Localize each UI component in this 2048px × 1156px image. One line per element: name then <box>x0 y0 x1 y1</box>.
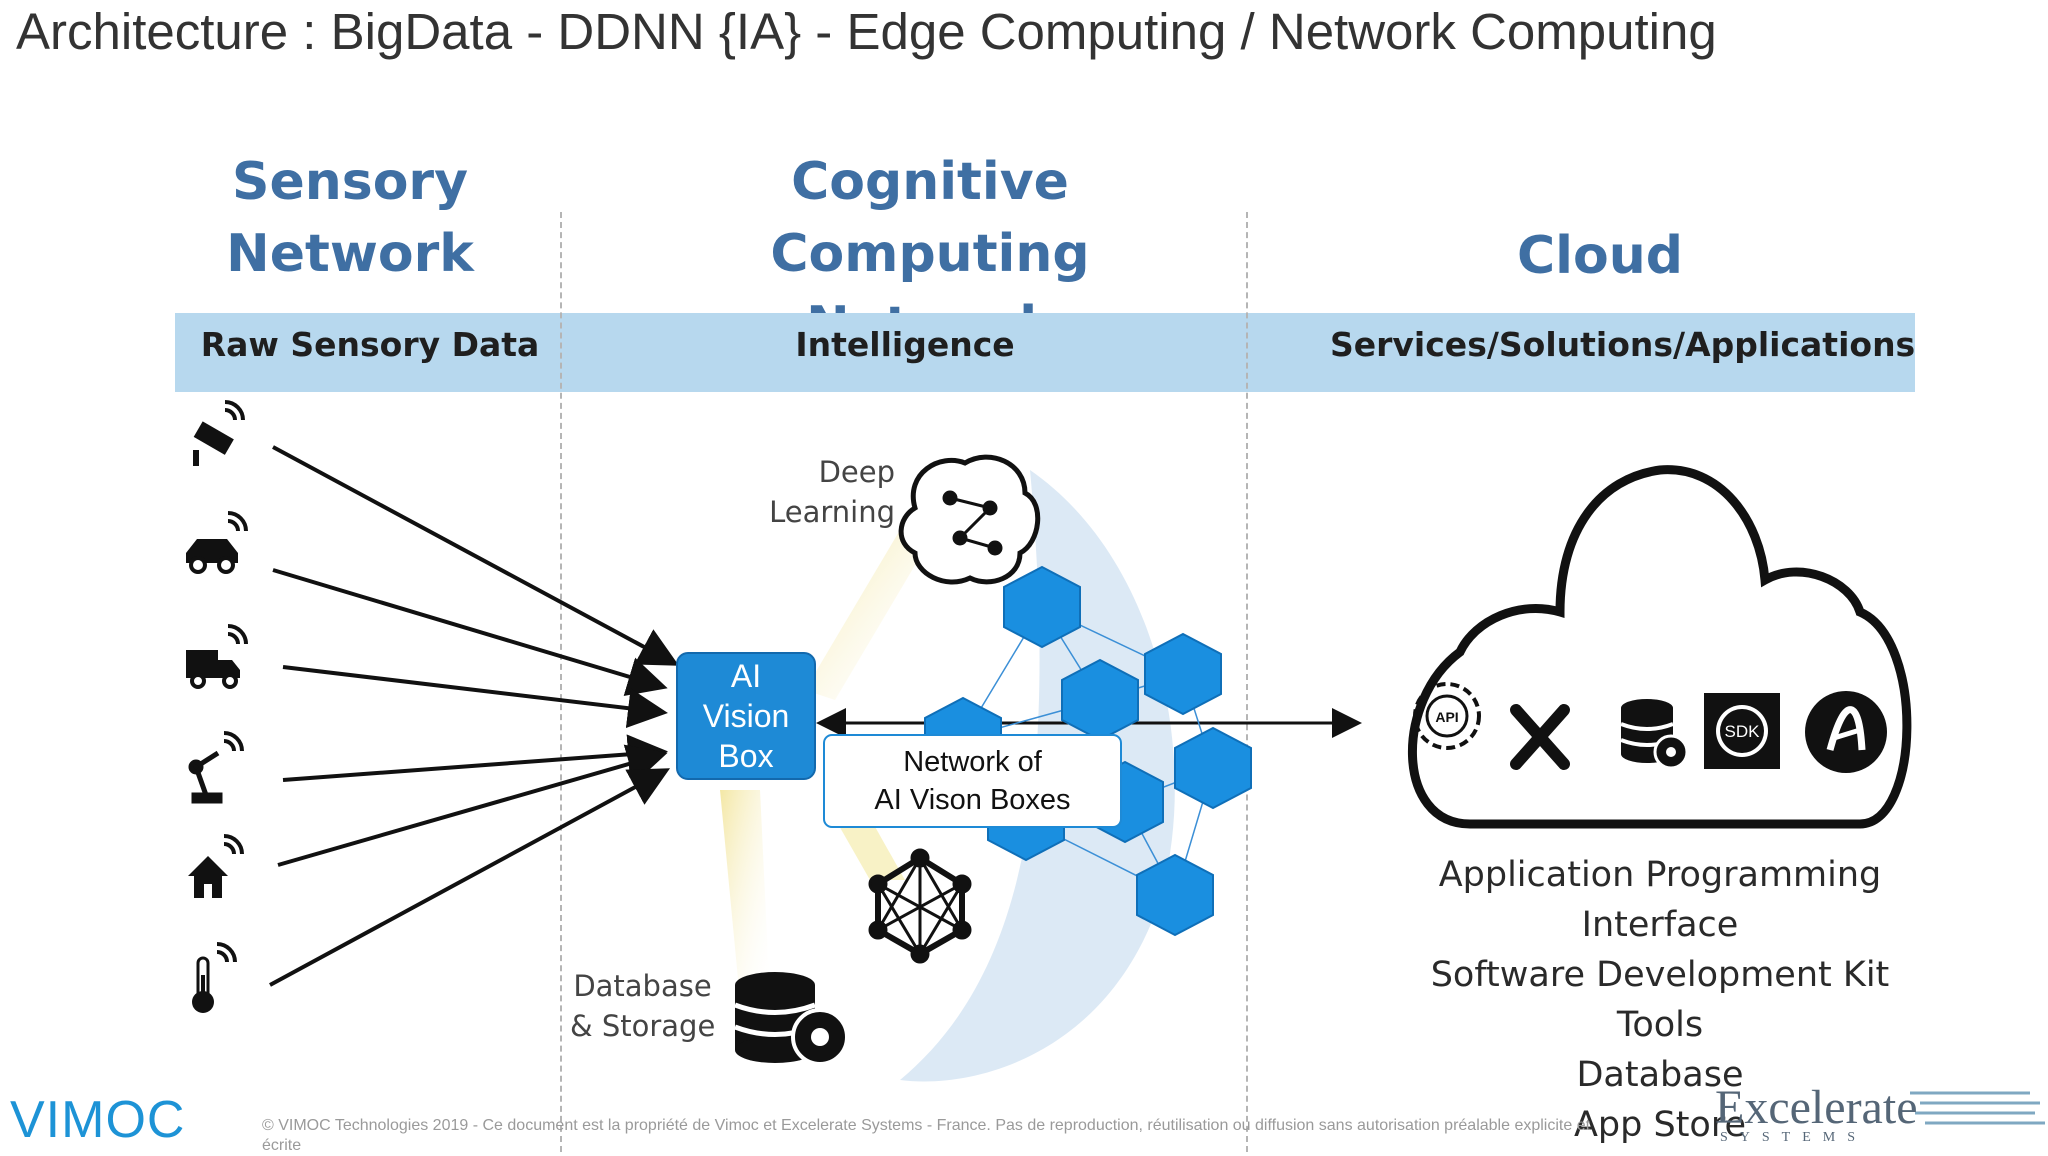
hexagon-node <box>1144 632 1222 716</box>
sdk-icon: SDK <box>1704 693 1780 769</box>
sensory-network-heading: Sensory Network <box>180 146 520 290</box>
hexagon-node <box>1174 726 1252 810</box>
hexagon-node <box>1003 565 1081 649</box>
api-label: API <box>1435 709 1458 725</box>
cloud-service-item: Tools <box>1616 1005 1704 1045</box>
cloud-service-item: Application Programming <box>1438 855 1882 895</box>
ai-box-line2: Vision <box>702 698 790 734</box>
database-cone <box>720 790 770 1000</box>
database-icon <box>734 972 849 1066</box>
sensory-heading-line2: Network <box>226 224 474 284</box>
excelerate-logo-sub: SYSTEMS <box>1720 1130 1868 1145</box>
sensor-arrows <box>269 445 680 987</box>
excelerate-logo: Excelerate <box>1715 1081 1918 1134</box>
car-icon <box>186 511 248 574</box>
network-box-line2: AI Vison Boxes <box>874 784 1071 816</box>
database-line1: Database <box>573 969 712 1003</box>
deep-learning-line1: Deep <box>818 455 895 489</box>
house-icon <box>188 834 244 898</box>
cloud-heading: Cloud <box>1517 226 1683 286</box>
ai-vision-box: AI Vision Box <box>676 652 816 780</box>
arrow-camera <box>272 445 680 666</box>
database-storage-label: Database & Storage <box>570 966 715 1046</box>
neural-network-icon <box>868 848 972 964</box>
ai-box-line3: Box <box>718 738 774 774</box>
cloud-services-list: Application Programming Interface Softwa… <box>1400 850 1920 1150</box>
arrow-robot <box>282 734 668 782</box>
band-label-services: Services/Solutions/Applications <box>1330 325 1916 364</box>
copyright-footer: © VIMOC Technologies 2019 - Ce document … <box>262 1117 1591 1154</box>
separator-right <box>1246 212 1248 1152</box>
thermometer-icon <box>192 942 237 1013</box>
arrow-car <box>272 568 668 696</box>
slide-title: Architecture : BigData - DDNN {IA} - Edg… <box>16 3 1717 60</box>
security-camera-icon <box>193 400 245 466</box>
tools-icon <box>1510 704 1570 770</box>
api-gear-icon: API <box>1413 682 1481 750</box>
excelerate-logo-stripes <box>1910 1091 2045 1125</box>
cognitive-heading-line1: Cognitive <box>791 152 1069 212</box>
sensory-heading-line1: Sensory <box>232 152 468 212</box>
hexagon-node <box>1136 853 1214 937</box>
deep-learning-line2: Learning <box>769 495 895 529</box>
vimoc-logo: VIMOC <box>10 1091 186 1149</box>
database-line2: & Storage <box>570 1009 716 1043</box>
cloud-service-item: Interface <box>1581 905 1739 945</box>
ai-box-line1: AI <box>730 658 762 694</box>
deep-learning-cone <box>805 530 930 700</box>
arrow-house <box>277 744 668 867</box>
app-logo-icon <box>1805 691 1887 773</box>
network-box-line1: Network of <box>903 746 1042 778</box>
arrow-truck <box>282 665 668 729</box>
cloud-service-item: Software Development Kit <box>1430 955 1890 995</box>
sdk-label: SDK <box>1725 722 1761 741</box>
deep-learning-label: Deep Learning <box>740 452 895 532</box>
cloud-shape <box>1407 465 1912 829</box>
cloud-service-item: App Store <box>1573 1105 1746 1145</box>
cloud-service-item: Database <box>1576 1055 1744 1095</box>
brain-icon <box>898 454 1041 585</box>
layer-band <box>175 313 1915 392</box>
network-of-ai-boxes: Network of AI Vison Boxes <box>823 734 1122 828</box>
database-gear-icon <box>1620 699 1689 770</box>
band-label-raw-sensory-data: Raw Sensory Data <box>200 325 540 364</box>
band-label-intelligence: Intelligence <box>795 325 1015 364</box>
separator-left <box>560 212 562 1152</box>
robot-arm-icon <box>188 731 244 804</box>
arrow-thermometer <box>269 768 671 987</box>
truck-icon <box>186 624 248 689</box>
